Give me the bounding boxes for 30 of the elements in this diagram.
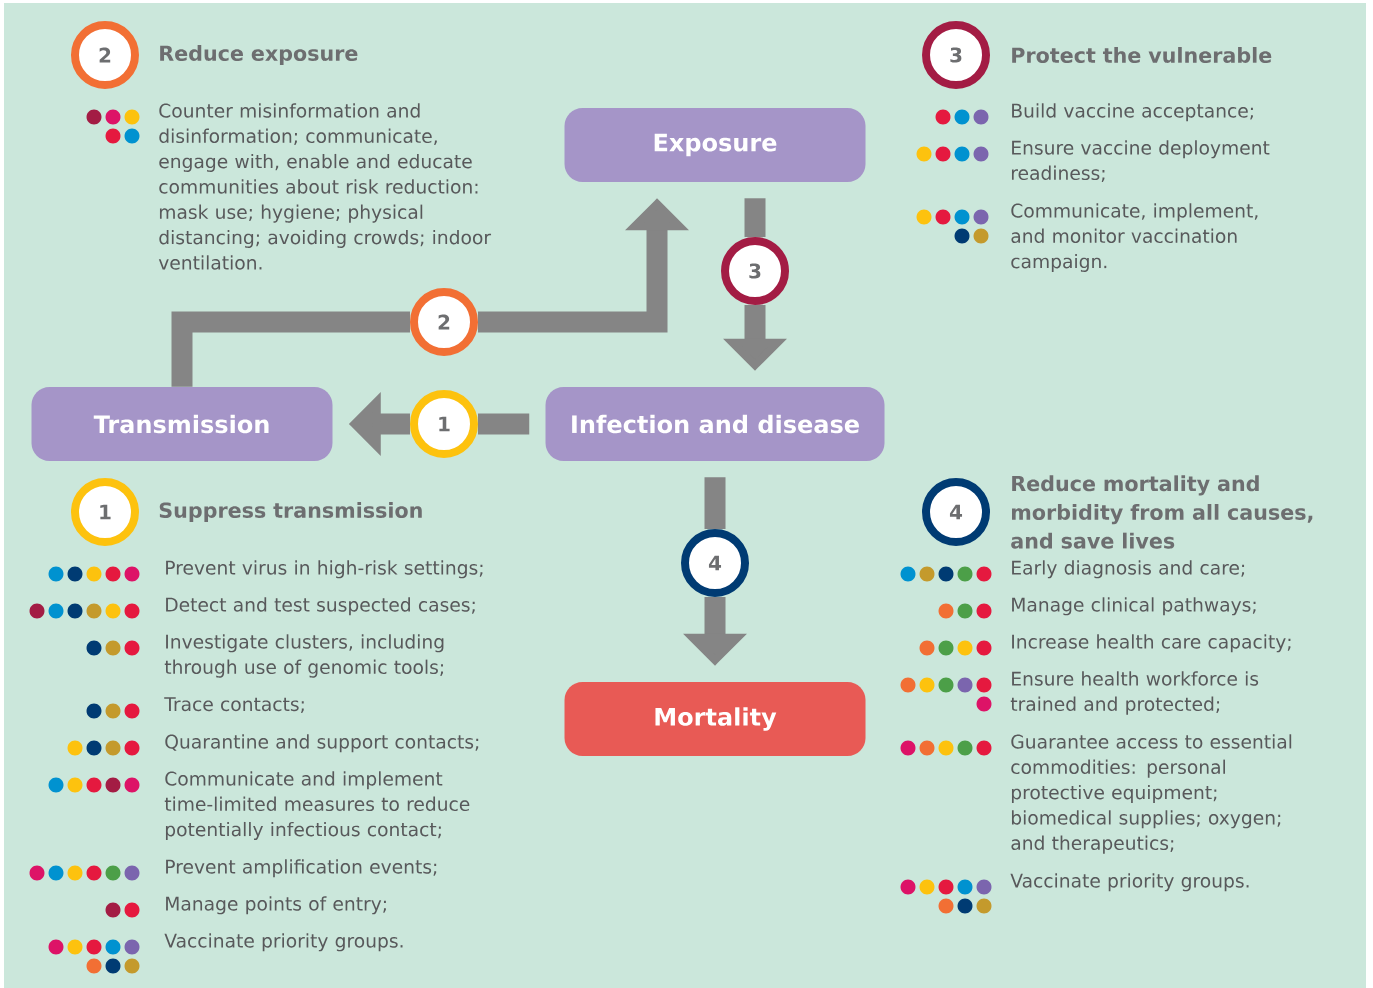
item-text: Investigate clusters, including through use of genomic tools;: [164, 634, 444, 678]
item-text: Build vaccine acceptance;: [1012, 103, 1253, 122]
stage-box: Mortality: [564, 682, 866, 756]
item-text: Manage clinical pathways;: [1012, 597, 1256, 616]
connector-bar: [704, 477, 726, 529]
section-heading: Suppress transmission: [159, 502, 422, 522]
item-text: Vaccinate priority groups.: [164, 933, 403, 952]
connector-bar: [478, 413, 530, 435]
stage-box: Transmission: [31, 387, 333, 461]
item-text: Trace contacts;: [164, 697, 304, 714]
section-heading: Reduce exposure: [160, 45, 358, 65]
item-text: Counter misinformation and disinformation; communicate, engage with, enable and educate communities about risk reduction: mask use; hygiene; physical distancing; avoiding crowds; indoor ventilation.: [158, 103, 492, 270]
item-text: Quarantine and support contacts;: [165, 734, 479, 753]
stage-box: Infection and disease: [545, 387, 885, 461]
item-text: Guarantee access to essential commodities: personal protective equipment; biomedical supplies; oxygen; and therapeutics;: [1011, 734, 1292, 854]
section-heading: Protect the vulnerable: [1012, 47, 1272, 63]
item-text: Increase health care capacity;: [1012, 634, 1291, 653]
item-text: Ensure health workforce is trained and protected;: [1010, 671, 1259, 715]
item-text: Prevent amplification events;: [166, 859, 437, 878]
item-text: Manage points of entry;: [166, 896, 386, 915]
stage-box: Exposure: [564, 108, 866, 182]
connector-bar: [744, 198, 766, 237]
item-text: Detect and test suspected cases;: [166, 597, 475, 616]
item-text: Ensure vaccine deployment readiness;: [1012, 140, 1270, 182]
item-text: Vaccinate priority groups.: [1010, 873, 1249, 892]
item-text: Early diagnosis and care;: [1012, 560, 1245, 579]
item-text: Communicate and implement time-limited measures to reduce potentially infectious contact;: [164, 771, 470, 840]
section-heading: Reduce mortality and morbidity from all causes, and save lives: [1011, 475, 1313, 549]
item-text: Communicate, implement, and monitor vaccination campaign.: [1011, 203, 1258, 272]
item-text: Prevent virus in high-risk settings;: [166, 560, 483, 579]
